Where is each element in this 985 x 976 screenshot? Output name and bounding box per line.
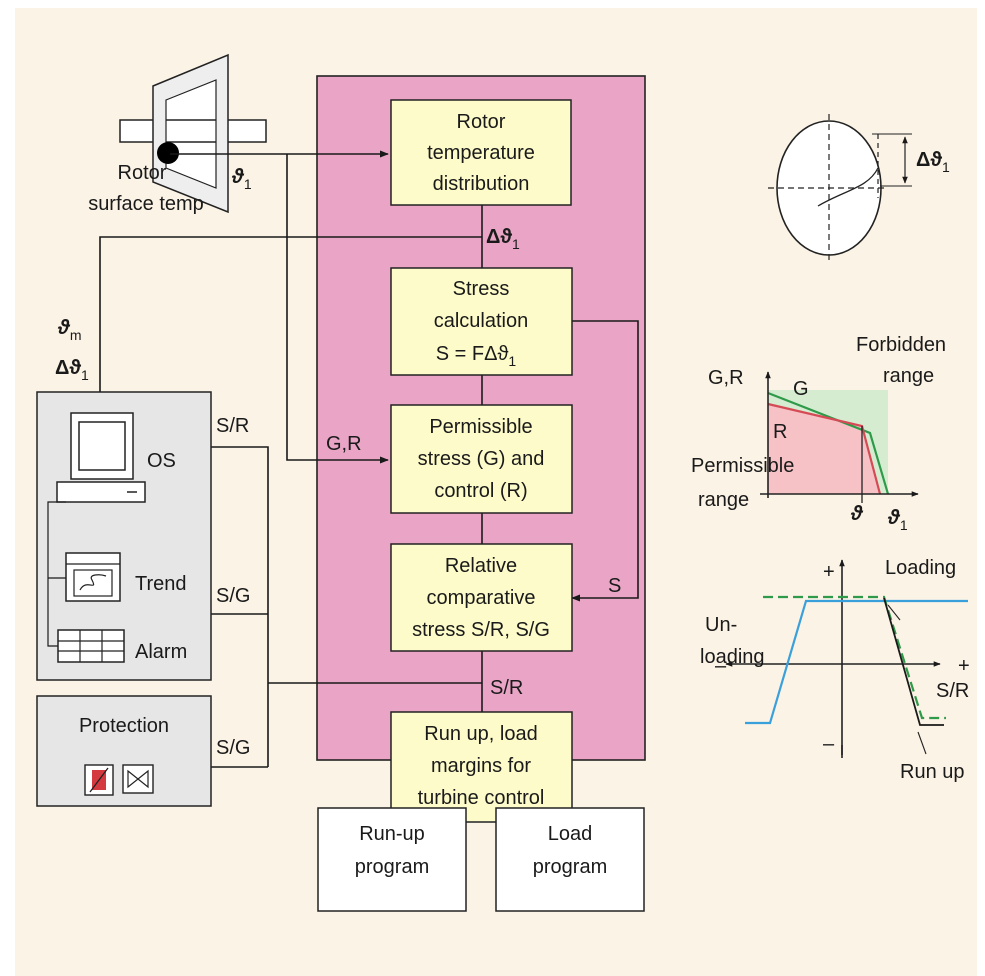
os-sr-label: S/R — [216, 415, 249, 437]
connector-lines — [99, 150, 639, 806]
box1-line1: Rotor — [457, 111, 506, 133]
box2-line3: S = FΔϑ1 — [436, 343, 517, 369]
relative-stress-box — [390, 543, 573, 652]
permissible-label-line1: Permissible — [691, 455, 794, 477]
rotor-illustration — [119, 53, 267, 214]
out2-line1: Load — [548, 823, 593, 845]
load-chart — [725, 559, 968, 758]
rotor-theta1-label: ϑ1 — [231, 166, 252, 192]
computer-icon — [56, 412, 146, 503]
box2-line2: calculation — [434, 310, 529, 332]
range-y-label: G,R — [708, 367, 744, 389]
s-feedback-label: S — [608, 575, 621, 597]
box2-line1: Stress — [453, 278, 510, 300]
unloading-label-line2: loading — [700, 646, 765, 668]
protection-title: Protection — [79, 715, 169, 737]
load-plus-x: + — [958, 655, 970, 677]
gr-label: G,R — [326, 433, 362, 455]
sketch-delta-label: Δϑ1 — [916, 149, 950, 175]
runup-line — [883, 597, 944, 726]
forbidden-label-line1: Forbidden — [856, 334, 946, 356]
stress-calculation-box — [390, 267, 573, 376]
sensor-dot — [157, 142, 179, 164]
valve-icon — [122, 764, 154, 794]
box4-line1: Relative — [445, 555, 517, 577]
box4-line2: comparative — [427, 587, 536, 609]
load-x-label: S/R — [936, 680, 969, 702]
range-g-label: G — [793, 378, 809, 400]
delta-theta1-label: Δϑ1 — [486, 226, 520, 252]
box4-line3: stress S/R, S/G — [412, 619, 550, 641]
run-up-margins-box — [390, 711, 573, 823]
forbidden-label-line2: range — [883, 365, 934, 387]
permissible-label-line2: range — [698, 489, 749, 511]
out1-line1: Run-up — [359, 823, 425, 845]
out1-line2: program — [355, 856, 429, 878]
loading-label: Loading — [885, 557, 956, 579]
box5-line1: Run up, load — [424, 723, 537, 745]
load-program-box — [495, 807, 645, 912]
box1-line2: temperature — [427, 142, 535, 164]
range-x-tick: ϑ — [850, 503, 864, 525]
rotor-label-line2: surface temp — [88, 193, 204, 215]
range-chart — [760, 371, 919, 503]
box3-line2: stress (G) and — [418, 448, 545, 470]
range-x-end-label: ϑ1 — [887, 507, 908, 533]
trend-icon — [65, 552, 121, 602]
box1-line3: distribution — [433, 173, 530, 195]
box5-line3: turbine control — [418, 787, 545, 809]
rotor-temperature-box — [390, 99, 572, 206]
box3-line1: Permissible — [429, 416, 532, 438]
loading-line — [763, 595, 946, 720]
run-up-program-box — [317, 807, 467, 912]
alarm-icon — [57, 629, 125, 663]
left-delta-theta1-label: Δϑ1 — [55, 357, 89, 383]
os-tree-line — [47, 501, 66, 647]
unloading-label-line1: Un- — [705, 614, 737, 636]
protection-sg-label: S/G — [216, 737, 250, 759]
os-sg-label: S/G — [216, 585, 250, 607]
trip-icon — [84, 764, 114, 796]
box5-line2: margins for — [431, 755, 531, 777]
permissible-stress-box — [390, 404, 573, 514]
load-minus-y: – — [823, 733, 835, 755]
rotor-label: Rotor — [118, 162, 167, 184]
os-label: OS — [147, 450, 176, 472]
rotor-cross-section-sketch — [768, 114, 912, 262]
theta-m-label: ϑm — [57, 317, 82, 343]
box3-line3: control (R) — [434, 480, 527, 502]
trend-label: Trend — [135, 573, 187, 595]
runup-label: Run up — [900, 761, 965, 783]
alarm-label: Alarm — [135, 641, 187, 663]
load-plus-y: + — [823, 561, 835, 583]
out2-line2: program — [533, 856, 607, 878]
sr-bus-label: S/R — [490, 677, 523, 699]
range-r-label: R — [773, 421, 787, 443]
unloading-line — [745, 599, 968, 725]
load-minus-x: – — [715, 655, 727, 677]
g-line — [767, 391, 890, 495]
